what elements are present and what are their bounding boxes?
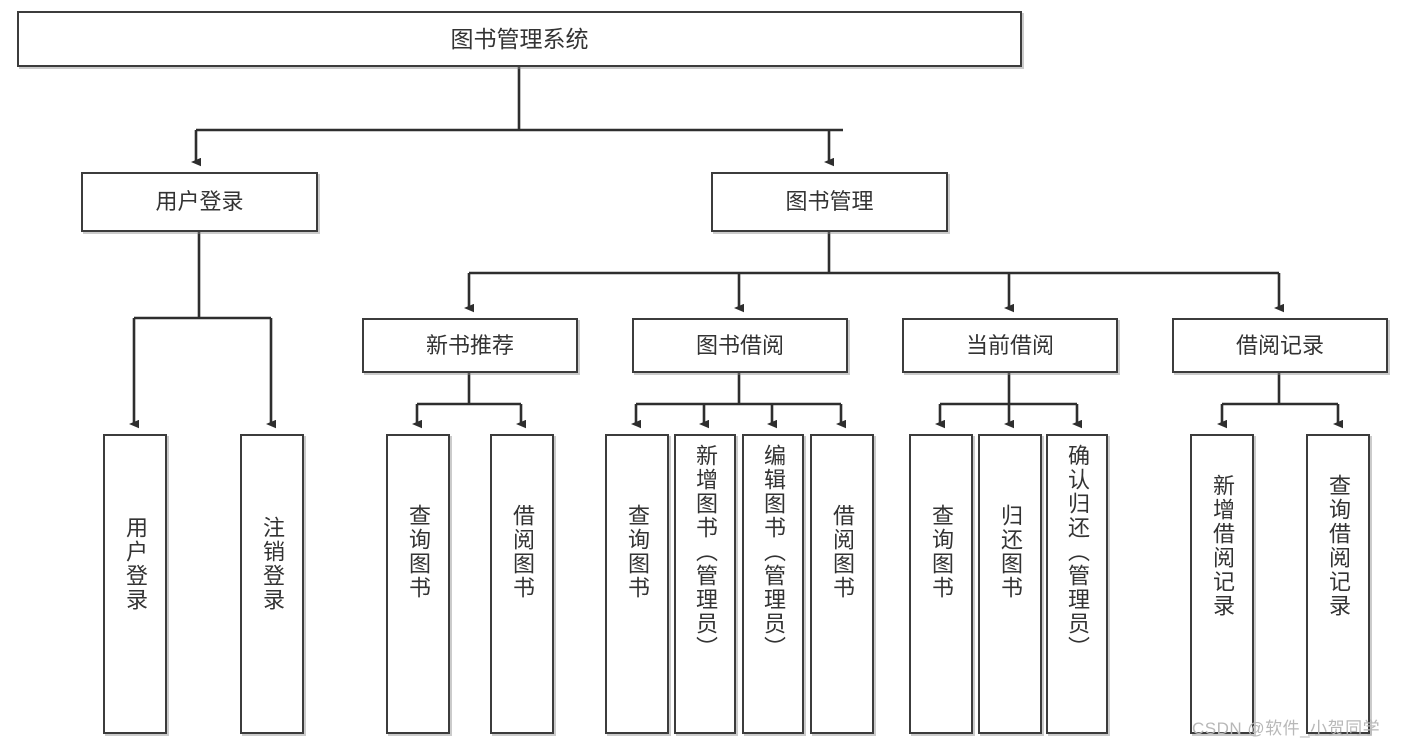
leaf-add-book-label: 新增图书（管理员） — [693, 444, 718, 660]
leaf-add-record[interactable]: 新增借阅记录 — [1190, 434, 1254, 734]
leaf-query-book-3[interactable]: 查询图书 — [909, 434, 973, 734]
node-current-borrow[interactable]: 当前借阅 — [902, 318, 1118, 373]
leaf-add-book[interactable]: 新增图书（管理员） — [674, 434, 736, 734]
node-borrow-record[interactable]: 借阅记录 — [1172, 318, 1388, 373]
node-current-borrow-label: 当前借阅 — [965, 332, 1054, 358]
node-book-borrow[interactable]: 图书借阅 — [632, 318, 848, 373]
leaf-logout[interactable]: 注销登录 — [240, 434, 304, 734]
node-user-login[interactable]: 用户登录 — [81, 172, 318, 232]
node-root-label: 图书管理系统 — [450, 25, 589, 52]
leaf-return-book-label: 归还图书 — [998, 504, 1023, 600]
leaf-return-book[interactable]: 归还图书 — [978, 434, 1042, 734]
leaf-borrow-book-1-label: 借阅图书 — [510, 504, 535, 600]
leaf-edit-book-label: 编辑图书（管理员） — [761, 444, 786, 660]
node-user-login-label: 用户登录 — [155, 189, 244, 215]
node-book-borrow-label: 图书借阅 — [695, 332, 784, 358]
leaf-query-book-2[interactable]: 查询图书 — [605, 434, 669, 734]
leaf-query-book-2-label: 查询图书 — [625, 504, 650, 600]
node-book-manage[interactable]: 图书管理 — [711, 172, 948, 232]
leaf-add-record-label: 新增借阅记录 — [1210, 474, 1235, 618]
node-new-book-rec-label: 新书推荐 — [425, 332, 514, 358]
node-book-manage-label: 图书管理 — [785, 189, 874, 215]
leaf-borrow-book-2[interactable]: 借阅图书 — [810, 434, 874, 734]
leaf-query-book-3-label: 查询图书 — [929, 504, 954, 600]
node-new-book-rec[interactable]: 新书推荐 — [362, 318, 578, 373]
node-borrow-record-label: 借阅记录 — [1235, 332, 1324, 358]
leaf-query-record-label: 查询借阅记录 — [1326, 474, 1351, 618]
leaf-borrow-book-2-label: 借阅图书 — [830, 504, 855, 600]
leaf-borrow-book-1[interactable]: 借阅图书 — [490, 434, 554, 734]
leaf-query-book-1[interactable]: 查询图书 — [386, 434, 450, 734]
leaf-edit-book[interactable]: 编辑图书（管理员） — [742, 434, 804, 734]
leaf-confirm-return[interactable]: 确认归还（管理员） — [1046, 434, 1108, 734]
csdn-watermark: CSDN @软件_小贺同学 — [1192, 719, 1381, 738]
leaf-confirm-return-label: 确认归还（管理员） — [1065, 444, 1090, 660]
leaf-query-book-1-label: 查询图书 — [406, 504, 431, 600]
leaf-user-login-label: 用户登录 — [123, 516, 148, 612]
node-root[interactable]: 图书管理系统 — [17, 11, 1022, 67]
leaf-logout-label: 注销登录 — [260, 516, 285, 612]
leaf-user-login[interactable]: 用户登录 — [103, 434, 167, 734]
leaf-query-record[interactable]: 查询借阅记录 — [1306, 434, 1370, 734]
